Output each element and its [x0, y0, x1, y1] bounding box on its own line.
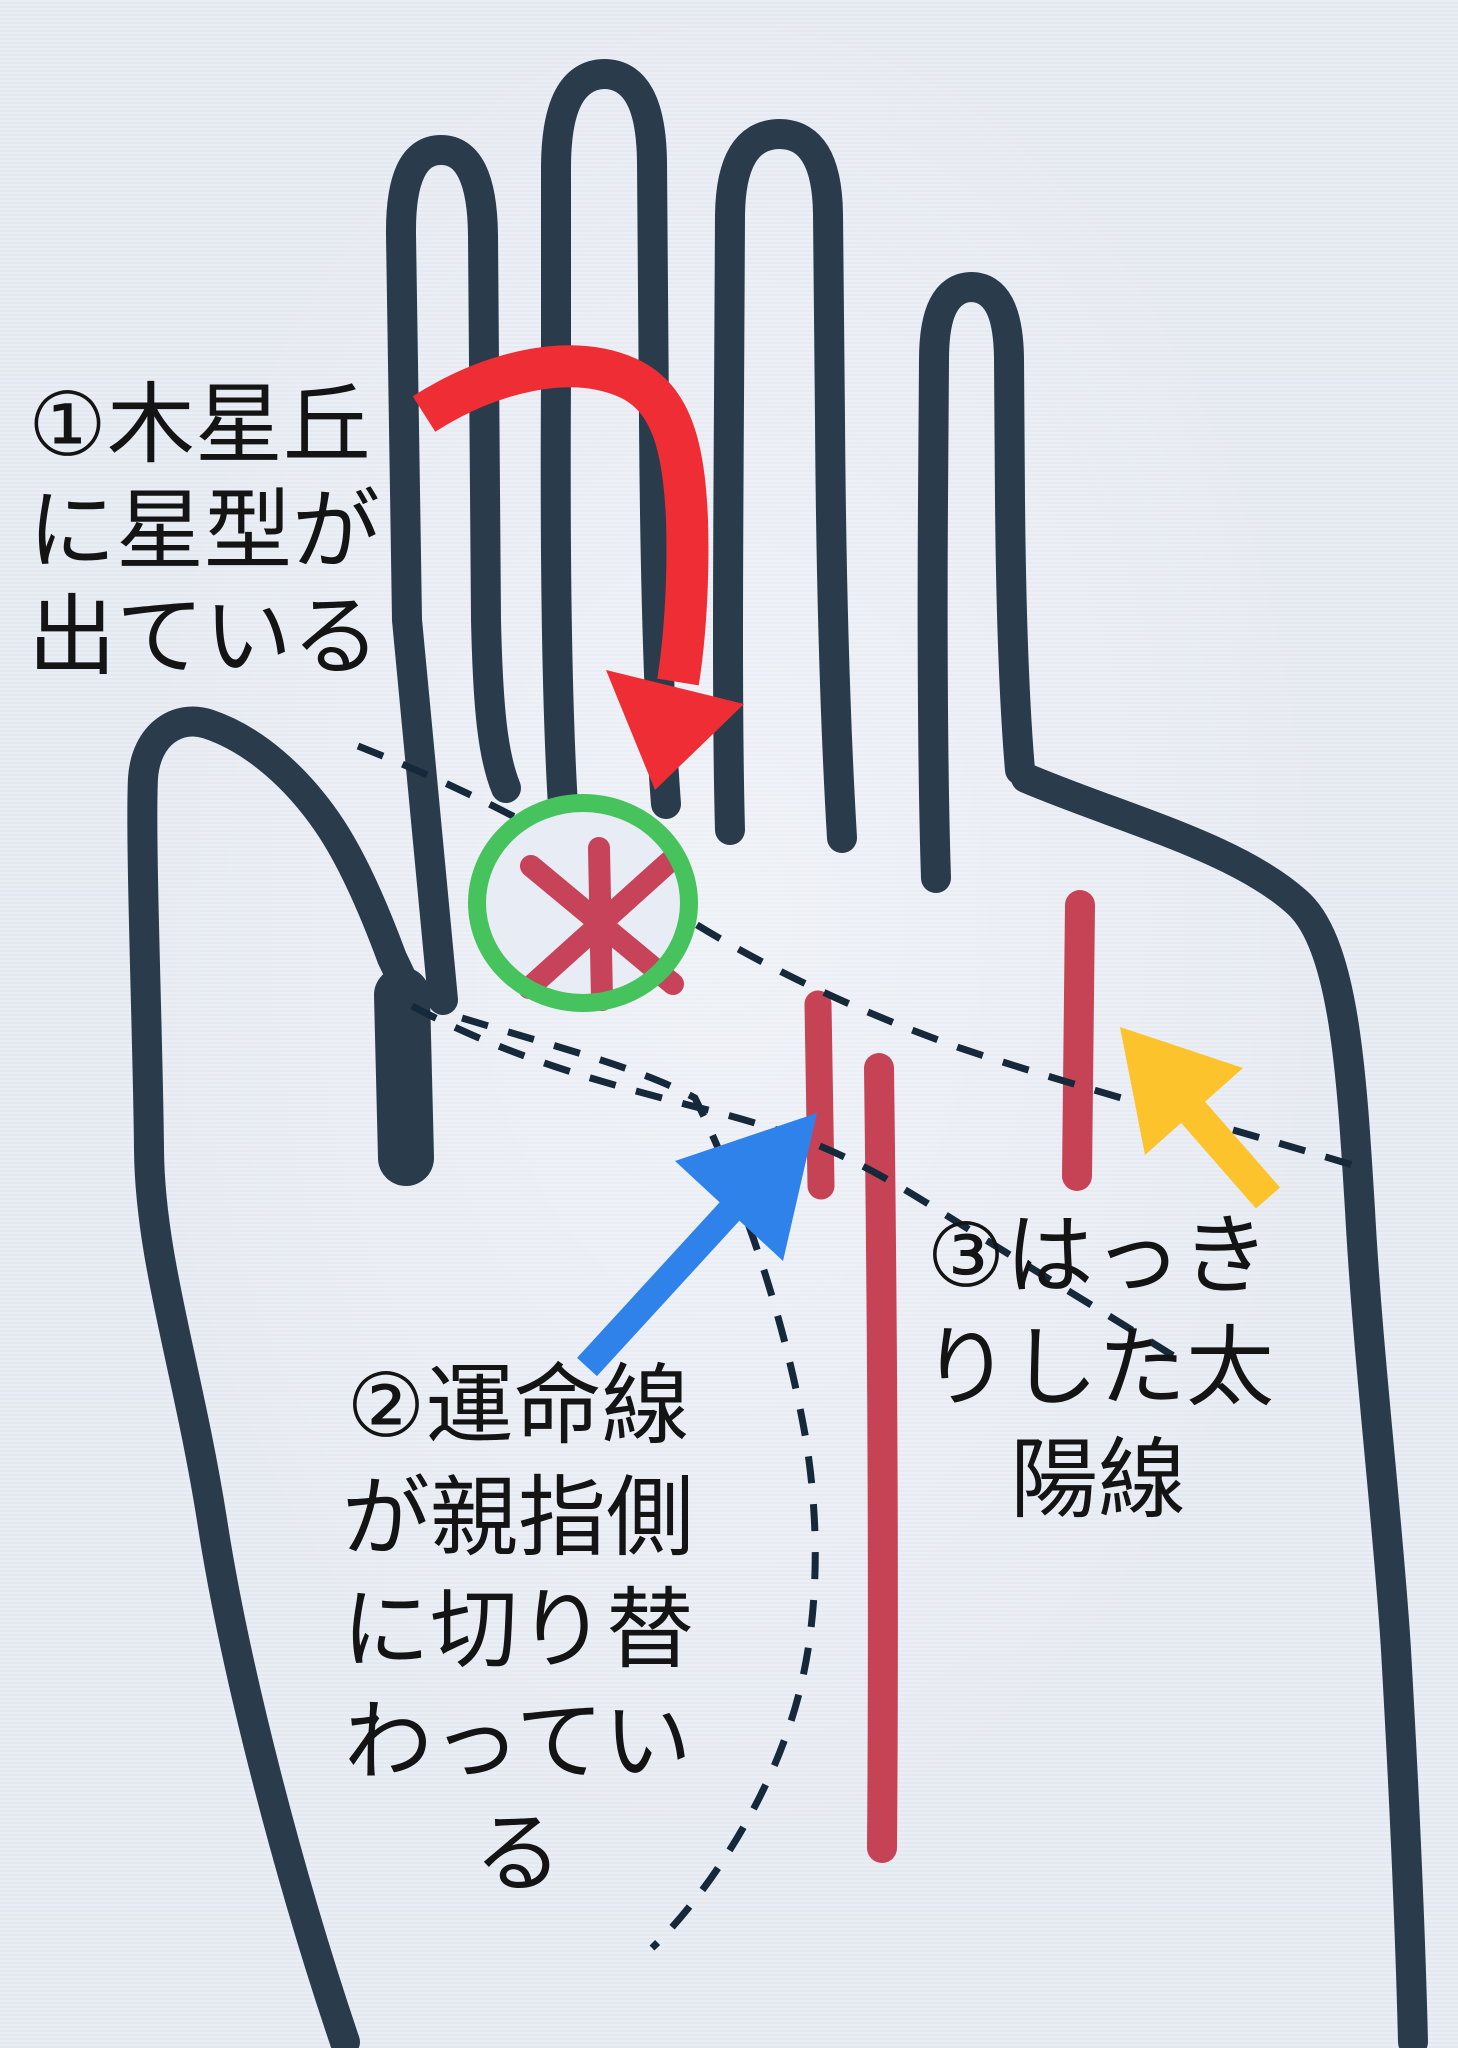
annotation-3-sun-line-label: ③はっき りした太 陽線: [912, 1200, 1284, 1536]
red-arrow: [412, 345, 744, 790]
annotation-2-line: わってい: [344, 1692, 692, 1791]
thumb: [374, 967, 434, 1186]
dashed-palm-lines: [356, 742, 1364, 1951]
ring-finger: [713, 119, 857, 853]
red-arrow-shaft: [412, 345, 709, 686]
blue-arrow: [577, 1113, 817, 1377]
annotation-1-line: ①木星丘: [28, 375, 371, 474]
annotation-2-line: る: [473, 1804, 562, 1903]
middle-finger: [540, 59, 681, 821]
palm-left-contour: [127, 706, 428, 2048]
sun-line: [1062, 890, 1095, 1191]
annotation-1-line: 出ている: [28, 587, 381, 686]
annotation-2-line: に切り替: [341, 1580, 694, 1679]
pinky-finger: [917, 272, 1035, 893]
fate-line-long-segment: [864, 1053, 898, 1863]
yellow-arrow-head: [1120, 1027, 1243, 1155]
index-finger: [385, 135, 521, 1015]
fate-line-upper-segment: [804, 990, 835, 1200]
annotation-2-fate-line-label: ②運命線 が親指側 に切り替 わってい る: [330, 1350, 706, 1910]
blue-arrow-head: [675, 1113, 817, 1261]
yellow-arrow-shaft: [1179, 1100, 1281, 1209]
jupiter-star-icon: [518, 837, 684, 1011]
annotation-2-line: ②運命線: [346, 1356, 690, 1455]
annotation-1-jupiter-star-label: ①木星丘 に星型が 出ている: [28, 372, 412, 690]
annotation-3-line: 陽線: [1009, 1430, 1186, 1529]
head-line-dashed: [410, 1002, 1185, 1365]
annotation-1-line: に星型が: [28, 481, 381, 580]
blue-arrow-shaft: [577, 1201, 740, 1377]
annotation-3-line: りした太: [921, 1318, 1274, 1417]
green-circle-highlight: [468, 794, 698, 1012]
annotation-2-line: が親指側: [341, 1468, 694, 1567]
palm-right-contour: [1011, 763, 1428, 2048]
hand-outline: [127, 59, 1428, 2048]
red-arrow-head: [606, 670, 744, 790]
annotation-3-line: ③はっき: [926, 1206, 1270, 1305]
yellow-arrow: [1120, 1027, 1281, 1209]
red-palm-lines: [804, 890, 1095, 1863]
life-line-dashed: [460, 1014, 819, 1951]
